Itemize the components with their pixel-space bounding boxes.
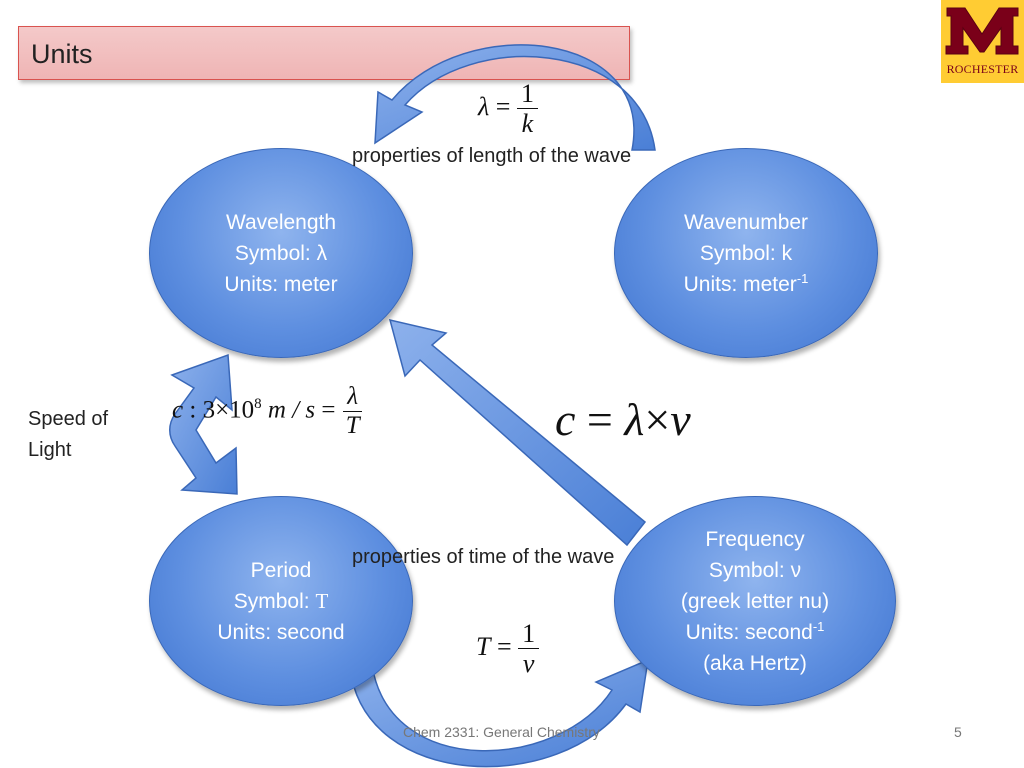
- period-node: Period Symbol: T Units: second: [149, 496, 413, 706]
- eq-numerator: λ: [343, 383, 363, 413]
- left-double-arrow: [169, 353, 238, 495]
- speed-of-light-line1: Speed of: [28, 408, 109, 430]
- eq-unit: m / s: [267, 396, 316, 424]
- eq-equals: =: [586, 394, 613, 445]
- wavelength-symbol-label: Symbol:: [234, 241, 311, 265]
- wavelength-symbol: λ: [316, 241, 328, 265]
- period-symbol: T: [315, 588, 329, 613]
- footer-course: Chem 2331: General Chemistry: [403, 724, 600, 740]
- wavelength-name: Wavelength: [225, 210, 337, 234]
- university-logo: ROCHESTER: [941, 0, 1024, 83]
- frequency-symbol-label: Symbol:: [708, 558, 785, 582]
- eq-equals: =: [495, 91, 511, 121]
- eq-numerator: 1: [518, 620, 540, 650]
- diagonal-arrow: [388, 318, 647, 547]
- wavenumber-symbol-label: Symbol:: [699, 241, 776, 265]
- page-number: 5: [954, 724, 962, 740]
- wavenumber-name: Wavenumber: [683, 210, 809, 234]
- lambda-equals-inverse-k: λ = 1 k: [478, 80, 538, 138]
- speed-of-light-label: Speed of Light: [28, 404, 108, 466]
- wavenumber-node: Wavenumber Symbol: k Units: meter-1: [614, 148, 878, 358]
- wavenumber-units-exponent: -1: [796, 270, 809, 286]
- frequency-node: Frequency Symbol: ν (greek letter nu) Un…: [614, 496, 896, 706]
- bottom-curved-arrow: [349, 658, 649, 768]
- eq-exponent: 8: [254, 396, 262, 413]
- eq-t: T: [476, 631, 491, 661]
- speed-of-light-line2: Light: [28, 439, 72, 461]
- eq-times: ×: [644, 394, 671, 445]
- eq-colon: :: [189, 396, 197, 424]
- eq-denominator: ν: [522, 649, 535, 679]
- time-properties-label: properties of time of the wave: [352, 546, 615, 568]
- t-equals-inverse-nu: T = 1 ν: [476, 620, 540, 679]
- logo-text: ROCHESTER: [946, 62, 1019, 76]
- eq-c: c: [172, 396, 184, 424]
- eq-denominator: k: [521, 109, 534, 139]
- frequency-units: Units: second: [685, 620, 813, 644]
- frequency-alias: (aka Hertz): [703, 651, 807, 675]
- eq-equals: =: [496, 631, 512, 661]
- eq-nu: ν: [670, 394, 691, 445]
- speed-of-light-equation: c : 3×108 m / s = λ T: [172, 383, 364, 440]
- c-equals-lambda-times-nu: c = λ×ν: [555, 393, 691, 447]
- frequency-units-exponent: -1: [812, 618, 825, 634]
- period-name: Period: [250, 558, 312, 582]
- length-properties-label: properties of length of the wave: [352, 145, 632, 167]
- eq-numerator: 1: [516, 80, 538, 110]
- fraction-1-over-nu: 1 ν: [518, 620, 540, 679]
- eq-c: c: [555, 394, 576, 445]
- frequency-symbol: ν: [790, 558, 802, 582]
- eq-value: 3×10: [202, 396, 255, 424]
- wavenumber-units: Units: meter: [683, 272, 797, 296]
- wavenumber-symbol: k: [781, 241, 793, 265]
- frequency-name: Frequency: [705, 527, 805, 551]
- fraction-lambda-over-t: λ T: [342, 383, 364, 440]
- eq-lambda: λ: [478, 91, 490, 121]
- period-symbol-label: Symbol:: [233, 589, 310, 613]
- wavelength-node: Wavelength Symbol: λ Units: meter: [149, 148, 413, 358]
- m-logo-icon: [945, 7, 1019, 55]
- eq-denominator: T: [345, 412, 360, 440]
- eq-equals: =: [321, 396, 336, 424]
- frequency-extra: (greek letter nu): [680, 589, 830, 613]
- wavelength-units: Units: meter: [224, 272, 338, 296]
- period-units: Units: second: [217, 620, 345, 644]
- fraction-1-over-k: 1 k: [516, 80, 538, 139]
- eq-lambda: λ: [624, 394, 645, 445]
- top-curved-arrow: [374, 44, 656, 151]
- slide-title: Units: [31, 39, 93, 69]
